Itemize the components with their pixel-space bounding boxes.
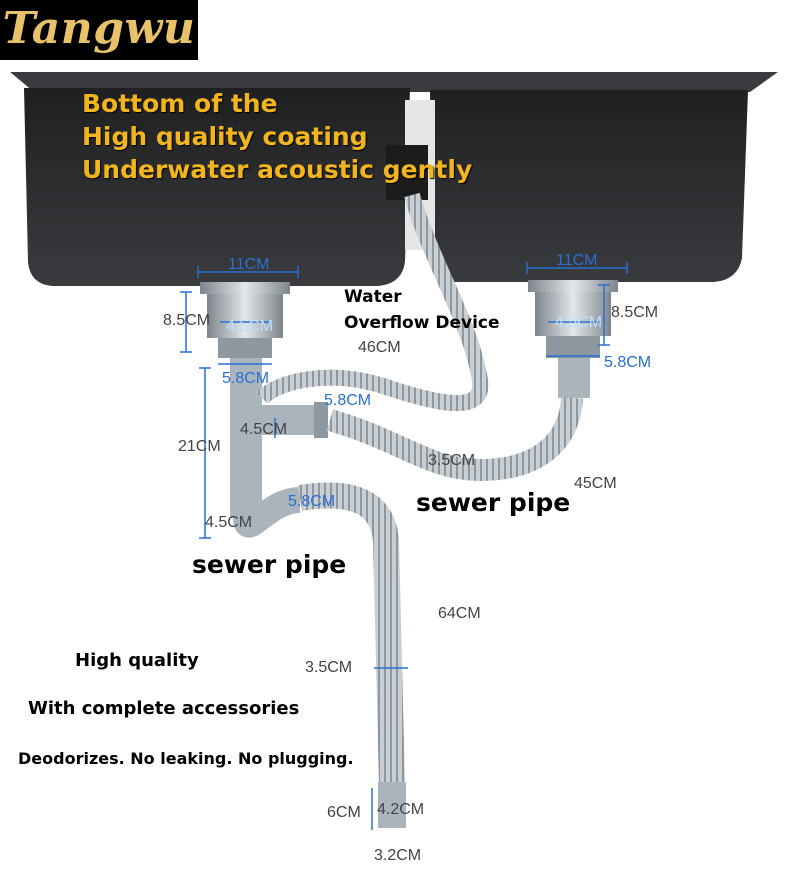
dimension-lines bbox=[180, 262, 628, 830]
dim-left-drain-width: 11CM bbox=[228, 256, 270, 273]
dim-tee-collar: 5.8CM bbox=[324, 392, 372, 409]
dim-tee-length: 21CM bbox=[178, 438, 221, 455]
dim-right-strainer-height: 8.5CM bbox=[611, 304, 659, 321]
trap-elbow bbox=[233, 487, 302, 538]
right-strainer-flange bbox=[528, 280, 618, 292]
drain-hose bbox=[297, 482, 405, 786]
left-basin bbox=[24, 88, 410, 286]
sink-rim bbox=[10, 72, 778, 92]
dim-drain-hose-length: 64CM bbox=[438, 605, 481, 622]
dim-connector-diameter: 3.5CM bbox=[428, 452, 476, 469]
water-overflow-label-2: Overflow Device bbox=[344, 313, 500, 333]
feature-accessories: With complete accessories bbox=[28, 698, 300, 719]
dim-right-outlet-diameter: 4.5CM bbox=[555, 314, 603, 331]
sewer-pipe-left-label: sewer pipe bbox=[192, 550, 347, 579]
dim-left-outlet-diameter: 4.5CM bbox=[226, 318, 274, 335]
right-collar bbox=[546, 336, 600, 358]
right-strainer-body bbox=[535, 292, 611, 336]
left-strainer-flange bbox=[200, 282, 290, 294]
drain-hose-end bbox=[378, 782, 406, 828]
tee-pipe bbox=[230, 358, 262, 518]
overflow-connector bbox=[386, 145, 428, 200]
sewer-pipe-right-label: sewer pipe bbox=[416, 488, 571, 517]
feature-high-quality: High quality bbox=[75, 650, 199, 671]
tee-collar bbox=[314, 402, 328, 438]
brand-logo: Tangwu bbox=[0, 0, 198, 60]
dim-right-drain-width: 11CM bbox=[556, 252, 598, 269]
dim-overflow-hose: 46CM bbox=[358, 339, 401, 356]
headline-line-2: High quality coating bbox=[82, 122, 368, 151]
dim-trap-diameter: 4.5CM bbox=[205, 514, 253, 531]
dim-end-inner-diameter: 3.2CM bbox=[374, 847, 422, 864]
dim-connector-length: 45CM bbox=[574, 475, 617, 492]
tee-branch bbox=[258, 405, 318, 435]
dim-end-outer-diameter: 4.2CM bbox=[377, 801, 425, 818]
left-strainer-body bbox=[207, 294, 283, 338]
headline-line-3: Underwater acoustic gently bbox=[82, 155, 473, 184]
dim-tee-diameter: 4.5CM bbox=[240, 421, 288, 438]
right-tailpiece bbox=[558, 358, 590, 398]
feature-deodorizes: Deodorizes. No leaking. No plugging. bbox=[18, 749, 354, 768]
dim-left-collar: 5.8CM bbox=[222, 370, 270, 387]
right-basin bbox=[430, 90, 748, 282]
dim-drain-hose-diameter: 3.5CM bbox=[305, 659, 353, 676]
overflow-hose bbox=[256, 192, 489, 412]
left-collar bbox=[218, 338, 272, 358]
headline-line-1: Bottom of the bbox=[82, 89, 278, 118]
dim-trap-collar: 5.8CM bbox=[288, 493, 336, 510]
dim-end-length: 6CM bbox=[327, 804, 361, 821]
water-overflow-label-1: Water bbox=[344, 287, 402, 307]
dim-left-strainer-height: 8.5CM bbox=[163, 312, 211, 329]
dim-right-collar: 5.8CM bbox=[604, 354, 652, 371]
connector-hose bbox=[326, 397, 583, 482]
